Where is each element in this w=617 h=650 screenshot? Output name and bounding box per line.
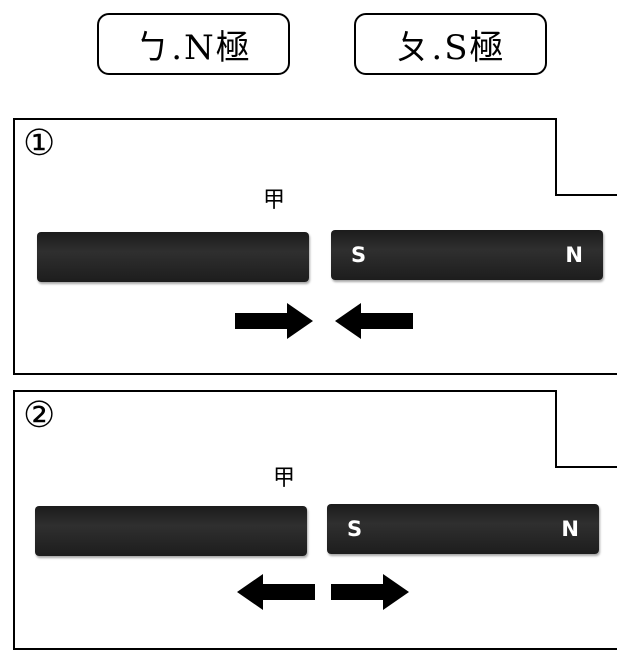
question-panel-1: ① 甲 S N	[13, 118, 617, 375]
option-b-label: ㄆ.S極	[395, 27, 506, 68]
arrow-left-icon	[335, 303, 413, 339]
option-b-box: ㄆ.S極	[354, 13, 547, 75]
arrow-right-icon	[235, 303, 313, 339]
pole-n-label-2: N	[561, 517, 579, 541]
question-number-2: ②	[23, 395, 56, 436]
pole-s-label-1: S	[351, 243, 367, 267]
magnet-unknown-1	[37, 232, 309, 282]
question-number-1: ①	[23, 123, 56, 164]
pole-s-label-2: S	[347, 517, 363, 541]
option-a-label: ㄅ.N極	[135, 27, 252, 68]
magnet-known-1: S N	[331, 230, 603, 280]
unknown-pole-label-1: 甲	[263, 188, 286, 213]
question-panel-2: ② 甲 S N	[13, 390, 617, 650]
arrow-left-icon	[237, 574, 315, 610]
pole-n-label-1: N	[565, 243, 583, 267]
unknown-pole-label-2: 甲	[273, 466, 296, 491]
answer-box-2[interactable]	[555, 390, 617, 468]
magnet-known-2: S N	[327, 504, 599, 554]
option-a-box: ㄅ.N極	[97, 13, 290, 75]
magnet-unknown-2	[35, 506, 307, 556]
arrow-right-icon	[331, 574, 409, 610]
answer-box-1[interactable]	[555, 118, 617, 196]
